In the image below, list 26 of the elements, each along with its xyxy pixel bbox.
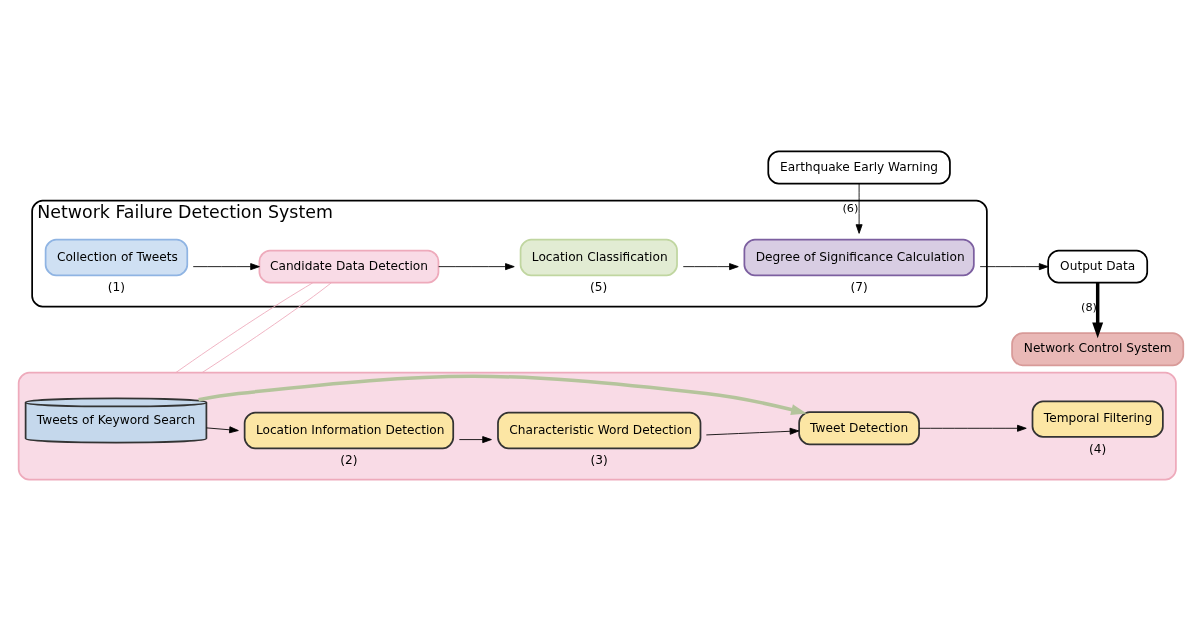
arrow bbox=[198, 374, 807, 415]
arrow bbox=[438, 262, 515, 270]
arrow bbox=[206, 425, 239, 433]
node-label: (2) bbox=[340, 452, 358, 467]
arrow bbox=[855, 182, 863, 234]
node-label: (7) bbox=[850, 279, 868, 294]
node-box: Candidate Data Detection bbox=[258, 249, 440, 284]
node-box: Output Data bbox=[1047, 249, 1149, 284]
node-label: (4) bbox=[1088, 441, 1107, 456]
node-box: Tweet Detection bbox=[798, 410, 920, 445]
arrow bbox=[682, 262, 739, 270]
node-label: (3) bbox=[590, 452, 608, 467]
arrow bbox=[918, 424, 1027, 432]
edge-label: (6) bbox=[842, 201, 859, 215]
arrow bbox=[979, 262, 1049, 270]
connector bbox=[201, 281, 332, 373]
node-box: Network Control System bbox=[1011, 331, 1185, 366]
connector bbox=[175, 281, 314, 373]
node-label: (1) bbox=[107, 279, 125, 294]
edge-label: (8) bbox=[1081, 300, 1097, 314]
arrow bbox=[1092, 282, 1104, 338]
node-box: Earthquake Early Warning bbox=[767, 150, 951, 184]
arrow bbox=[192, 262, 260, 270]
arrow bbox=[458, 435, 492, 443]
node-label: (5) bbox=[590, 279, 608, 294]
arrow bbox=[705, 427, 800, 435]
